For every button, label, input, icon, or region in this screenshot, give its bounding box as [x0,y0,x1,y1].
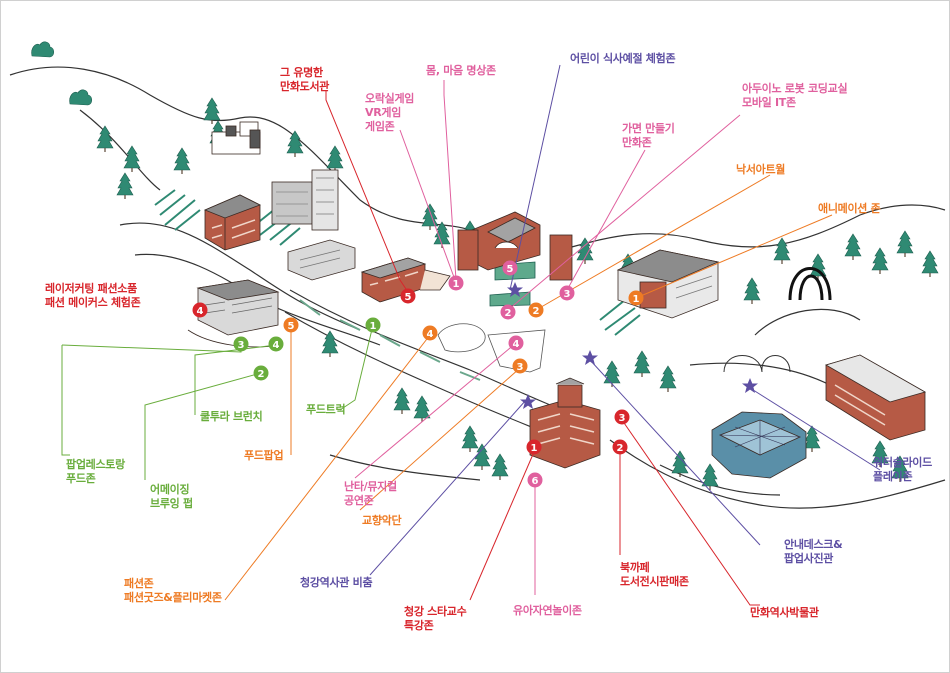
label-aging-brewing-pub[interactable]: 어메이징 브루잉 펍 [150,483,193,510]
star-icon [582,350,598,365]
svg-text:3: 3 [517,362,524,373]
svg-text:1: 1 [453,279,460,290]
numbered-markers: 1 2 3 4 5 1 2 3 4 5 6 1 2 3 4 5 1 2 3 4 [192,260,644,488]
marker-orange-3[interactable]: 3 [512,358,528,374]
label-nanta-musical[interactable]: 난타/뮤지컬 공연존 [344,480,397,507]
label-animation-zone[interactable]: 애니메이션 존 [818,202,881,215]
marker-green-1[interactable]: 1 [365,317,381,333]
marker-pink-5[interactable]: 5 [502,260,518,276]
svg-text:4: 4 [427,329,434,340]
svg-text:5: 5 [405,292,412,303]
terrain-lines [9,66,946,509]
svg-text:3: 3 [619,413,626,424]
central-hall-building [457,211,573,281]
tunnel-arch [788,267,832,301]
svg-text:3: 3 [238,340,245,351]
label-comic-history-museum[interactable]: 만화역사박물관 [750,606,819,619]
buildings [187,121,927,479]
marker-orange-5[interactable]: 5 [283,317,299,333]
label-mask-making-comic[interactable]: 가면 만들기 만화존 [622,122,675,149]
svg-text:1: 1 [531,443,538,454]
marker-orange-4[interactable]: 4 [422,325,438,341]
grey-tower-building [271,169,339,231]
marker-pink-3[interactable]: 3 [559,285,575,301]
svg-text:1: 1 [370,321,377,332]
label-cheonggang-history-secret[interactable]: 청강역사관 비춤 [300,576,373,589]
main-tower-building [529,377,601,469]
svg-text:3: 3 [564,289,571,300]
svg-text:5: 5 [288,321,295,332]
leader-lines [61,64,881,606]
marker-green-4[interactable]: 4 [268,336,284,352]
dome-building [711,355,807,479]
marker-green-2[interactable]: 2 [253,365,269,381]
label-food-popup[interactable]: 푸드팝업 [244,449,284,462]
svg-text:2: 2 [617,443,624,454]
svg-text:5: 5 [507,264,514,275]
label-popup-restaurant-food[interactable]: 팝업레스토랑 푸드존 [66,458,125,485]
marker-red-4[interactable]: 4 [192,302,208,318]
label-kids-table-manners[interactable]: 어린이 식사예절 체험존 [570,52,676,65]
star-icon [742,378,758,393]
label-kids-nature-play[interactable]: 유아자연놀이존 [513,604,582,617]
marker-green-3[interactable]: 3 [233,336,249,352]
svg-text:2: 2 [258,369,265,380]
marker-red-1[interactable]: 1 [526,439,542,455]
marker-red-3[interactable]: 3 [614,409,630,425]
svg-text:4: 4 [513,339,520,350]
label-cheonggang-star-professor[interactable]: 청강 스타교수 특강존 [404,605,467,632]
label-famous-comic-library[interactable]: 그 유명한 만화도서관 [280,66,330,93]
label-arcade-vr-game[interactable]: 오락실게임 VR게임 게임존 [365,92,415,133]
label-info-desk-photo[interactable]: 안내데스크& 팝업사진관 [784,538,843,565]
svg-text:6: 6 [532,476,539,487]
label-book-cafe[interactable]: 북까페 도서전시판매존 [620,561,689,588]
label-graffiti-art-wall[interactable]: 낙서아트월 [736,163,786,176]
fashion-building [187,279,281,348]
svg-text:4: 4 [197,306,204,317]
label-cool-brunch[interactable]: 쿨투라 브런치 [200,410,263,423]
label-fashion-zone[interactable]: 패션존 패션굿즈&플리마켓존 [124,577,222,604]
marker-pink-4[interactable]: 4 [508,335,524,351]
svg-text:1: 1 [633,294,640,305]
marker-orange-1[interactable]: 1 [628,290,644,306]
marker-pink-1[interactable]: 1 [448,275,464,291]
hilltop-building [211,121,261,155]
plaza-center [487,329,546,373]
marker-red-5[interactable]: 5 [400,288,416,304]
label-body-mind-meditation[interactable]: 몸, 마음 명상존 [426,64,496,77]
far-right-red-building [824,354,927,441]
label-food-truck[interactable]: 푸드트럭 [306,403,346,416]
label-water-slide-play[interactable]: 워터슬라이드 플레이존 [873,456,932,483]
red-dorm-building [203,194,262,251]
label-arduino-robot-coding[interactable]: 아두이노 로봇 코딩교실 모바일 IT존 [742,82,848,109]
label-orchestra[interactable]: 교향악단 [362,514,402,527]
marker-orange-2[interactable]: 2 [528,302,544,318]
svg-text:2: 2 [533,306,540,317]
star-icon [520,394,536,409]
plaza-left [437,323,486,353]
marker-red-2[interactable]: 2 [612,439,628,455]
marker-pink-6[interactable]: 6 [527,472,543,488]
label-laser-cutting-fashion[interactable]: 레이저커팅 패션소품 패션 메이커스 체험존 [45,282,141,309]
svg-text:4: 4 [273,340,280,351]
marker-pink-2[interactable]: 2 [500,304,516,320]
svg-text:2: 2 [505,308,512,319]
grey-block-building [287,239,356,281]
